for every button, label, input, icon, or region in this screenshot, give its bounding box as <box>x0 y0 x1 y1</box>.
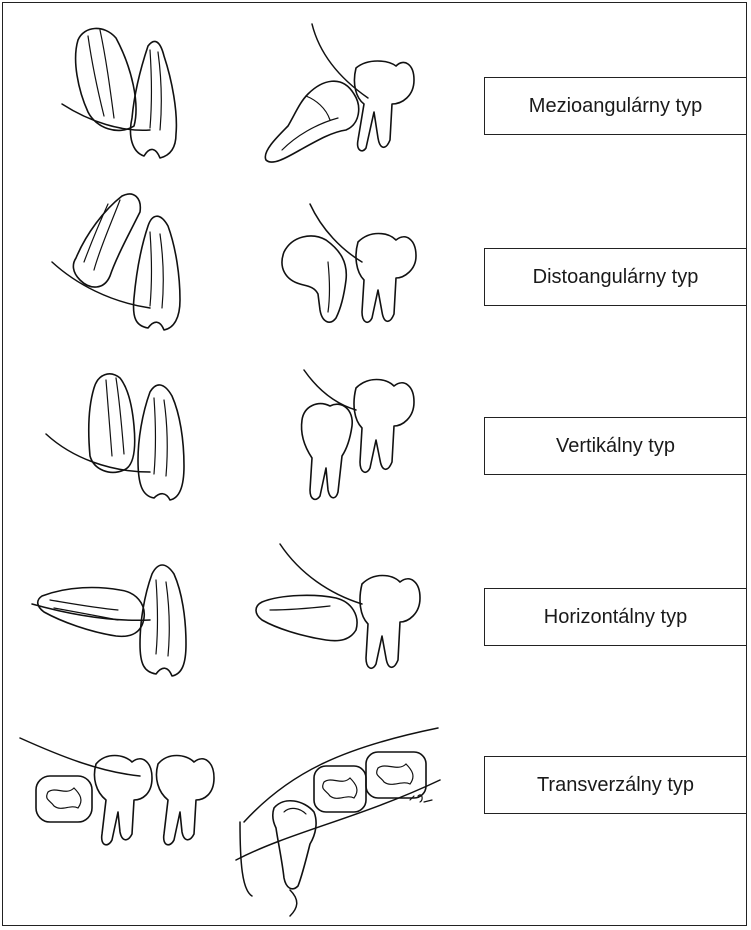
label-transversal: Transverzálny typ <box>484 756 747 814</box>
label-transversal-text: Transverzálny typ <box>537 774 694 797</box>
label-horizontal-text: Horizontálny typ <box>544 606 687 629</box>
label-vertical: Vertikálny typ <box>484 417 747 475</box>
label-mesioangular-text: Mezioangulárny typ <box>529 95 702 118</box>
horizontal-lower-drawing <box>256 544 420 668</box>
mesioangular-upper-drawing <box>62 28 176 158</box>
label-mesioangular: Mezioangulárny typ <box>484 77 747 135</box>
label-vertical-text: Vertikálny typ <box>556 435 675 458</box>
label-distoangular: Distoangulárny typ <box>484 248 747 306</box>
vertical-upper-drawing <box>46 374 184 500</box>
distoangular-lower-drawing <box>282 204 416 322</box>
distoangular-upper-drawing <box>52 194 180 330</box>
horizontal-upper-drawing <box>32 565 186 676</box>
vertical-lower-drawing <box>301 370 414 499</box>
label-distoangular-text: Distoangulárny typ <box>533 266 699 289</box>
transversal-upper-drawing <box>20 738 214 845</box>
transversal-lower-drawing <box>236 728 440 916</box>
mesioangular-lower-drawing <box>265 24 414 162</box>
label-horizontal: Horizontálny typ <box>484 588 747 646</box>
